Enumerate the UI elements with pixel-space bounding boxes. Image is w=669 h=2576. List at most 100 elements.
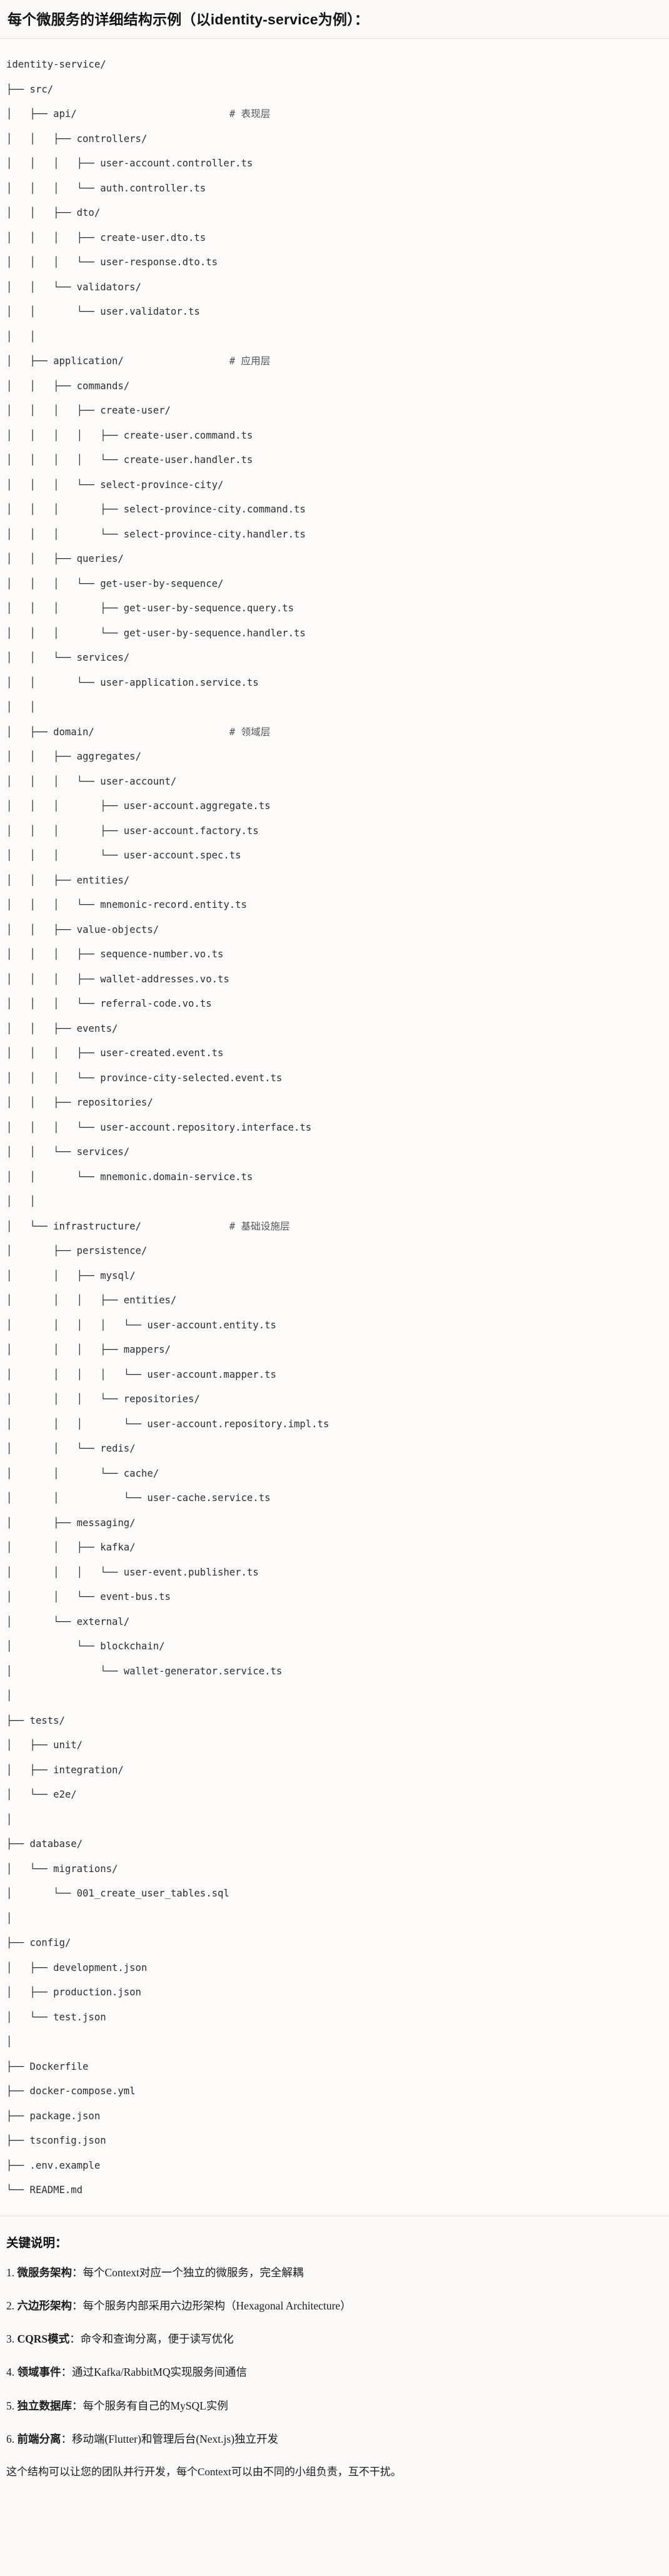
tree-row-path: │ │ │ └── user-account/ — [6, 775, 177, 787]
key-note-separator: ： — [72, 2399, 83, 2412]
tree-row: │ │ │ └── get-user-by-sequence/ — [6, 572, 669, 597]
key-note-item: 6. 前端分离：移动端(Flutter)和管理后台(Next.js)独立开发 — [6, 2431, 663, 2447]
tree-row-path: │ │ │ │ ├── create-user.command.ts — [6, 429, 253, 441]
tree-row: │ │ │ │ └── create-user.handler.ts — [6, 448, 669, 473]
tree-row: │ │ └── validators/ — [6, 275, 669, 300]
tree-row: │ │ │ ├── user-account.controller.ts — [6, 151, 669, 176]
tree-row-path: │ │ — [6, 1196, 36, 1208]
tree-row-path: │ │ │ ├── user-account.aggregate.ts — [6, 800, 271, 812]
tree-row-path: ├── Dockerfile — [6, 2060, 89, 2072]
key-note-term: 前端分离 — [17, 2432, 61, 2445]
tree-row-path: │ ├── production.json — [6, 1987, 141, 1998]
tree-row-path: │ │ └── cache/ — [6, 1467, 159, 1479]
tree-row: │ │ │ └── user-account.repository.interf… — [6, 1116, 669, 1141]
tree-row-path: │ │ │ └── user-event.publisher.ts — [6, 1566, 259, 1578]
tree-row: │ │ │ ├── create-user.dto.ts — [6, 226, 669, 251]
tree-row-path: │ — [6, 1912, 13, 1924]
tree-row-path: │ └── blockchain/ — [6, 1641, 165, 1652]
tree-row-path: │ │ │ ├── create-user.dto.ts — [6, 232, 206, 243]
tree-row-path: │ │ └── user-cache.service.ts — [6, 1492, 271, 1504]
tree-row-path: │ │ — [6, 330, 36, 342]
tree-row-path: │ │ │ │ └── create-user.handler.ts — [6, 454, 253, 466]
tree-row: │ │ │ │ ├── create-user.command.ts — [6, 424, 669, 449]
key-note-separator: ： — [69, 2333, 81, 2346]
tree-row-path: │ ├── domain/ — [6, 726, 94, 738]
tree-row-path: ├── tsconfig.json — [6, 2135, 106, 2147]
key-notes-list: 1. 微服务架构：每个Context对应一个独立的微服务，完全解耦 2. 六边形架… — [6, 2264, 663, 2448]
tree-row: │ │ │ └── user-account/ — [6, 770, 669, 795]
tree-row-path: │ ├── api/ — [6, 108, 77, 120]
tree-row: │ └── e2e/ — [6, 1783, 669, 1808]
tree-row: │ │ │ └── user-account.spec.ts — [6, 843, 669, 868]
tree-row-path: │ │ │ └── province-city-selected.event.t… — [6, 1072, 283, 1084]
tree-row-path: │ │ │ └── user-response.dto.ts — [6, 257, 218, 268]
tree-row-path: │ │ ├── mysql/ — [6, 1270, 136, 1281]
tree-row-path: │ │ ├── commands/ — [6, 380, 130, 392]
tree-row-path: │ ├── development.json — [6, 1962, 148, 1973]
tree-row: │ │ │ ├── select-province-city.command.t… — [6, 497, 669, 522]
tree-row-path: │ │ └── user-application.service.ts — [6, 676, 259, 688]
key-note-description: 每个服务内部采用六边形架构（Hexagonal Architecture） — [83, 2299, 351, 2312]
tree-row: │ │ ├── events/ — [6, 1017, 669, 1042]
tree-row-path: │ │ ├── queries/ — [6, 553, 124, 565]
key-note-separator: ： — [72, 2266, 83, 2279]
tree-row: │ │ │ ├── user-account.factory.ts — [6, 819, 669, 844]
tree-row: │ │ └── user-cache.service.ts — [6, 1486, 669, 1511]
tree-row: │ │ ├── commands/ — [6, 374, 669, 399]
tree-row: │ │ ├── entities/ — [6, 868, 669, 893]
key-note-number: 5. — [6, 2399, 18, 2412]
tree-row: ├── database/ — [6, 1832, 669, 1857]
tree-row-path: │ │ ├── value-objects/ — [6, 924, 159, 935]
tree-row-path: │ │ │ ├── user-account.factory.ts — [6, 825, 259, 837]
key-note-item: 2. 六边形架构：每个服务内部采用六边形架构（Hexagonal Archite… — [6, 2298, 663, 2314]
tree-row: │ ├── production.json — [6, 1980, 669, 2005]
tree-row-path: │ └── infrastructure/ — [6, 1220, 141, 1232]
tree-row: │ │ │ └── user-account.repository.impl.t… — [6, 1412, 669, 1437]
tree-row-path: │ │ ├── dto/ — [6, 207, 101, 219]
tree-row: identity-service/ — [6, 53, 669, 78]
tree-row: │ │ │ └── province-city-selected.event.t… — [6, 1066, 669, 1091]
tree-row-path: │ — [6, 1690, 13, 1702]
tree-row-path: │ — [6, 2036, 13, 2048]
tree-row-path: │ — [6, 1813, 13, 1825]
tree-row-path: │ │ │ ├── user-created.event.ts — [6, 1047, 224, 1059]
tree-row-path: └── README.md — [6, 2184, 83, 2196]
tree-row: │ ├── api/ # 表现层 — [6, 102, 669, 127]
tree-row: │ │ └── services/ — [6, 646, 669, 671]
tree-row: │ └── migrations/ — [6, 1857, 669, 1882]
tree-row-path: │ │ │ ├── wallet-addresses.vo.ts — [6, 973, 229, 985]
tree-row: │ │ └── user.validator.ts — [6, 300, 669, 325]
tree-row-path: │ │ │ └── referral-code.vo.ts — [6, 998, 212, 1010]
tree-row-path: │ ├── messaging/ — [6, 1517, 136, 1529]
tree-row-path: │ └── test.json — [6, 2011, 106, 2023]
tree-row-path: │ │ └── services/ — [6, 652, 130, 664]
tree-row: │ │ │ └── user-event.publisher.ts — [6, 1560, 669, 1586]
tree-row-path: │ │ │ └── get-user-by-sequence.handler.t… — [6, 627, 306, 639]
key-note-item: 3. CQRS模式：命令和查询分离，便于读写优化 — [6, 2331, 663, 2347]
tree-row: ├── tsconfig.json — [6, 2129, 669, 2154]
tree-row-path: │ │ └── validators/ — [6, 281, 141, 293]
tree-row: │ │ ├── queries/ — [6, 547, 669, 572]
tree-row-comment: # 基础设施层 — [141, 1220, 290, 1232]
tree-row-path: │ │ — [6, 701, 36, 713]
tree-row: │ │ │ ├── create-user/ — [6, 399, 669, 424]
key-note-term: 独立数据库 — [17, 2399, 73, 2412]
key-note-term: 六边形架构 — [17, 2299, 73, 2312]
tree-row: │ │ │ ├── user-account.aggregate.ts — [6, 794, 669, 819]
tree-row-path: │ │ │ └── user-account.repository.interf… — [6, 1121, 312, 1133]
tree-row-path: │ │ └── user.validator.ts — [6, 306, 200, 318]
tree-row-path: │ │ │ └── select-province-city/ — [6, 479, 224, 491]
tree-row: │ │ ├── kafka/ — [6, 1535, 669, 1560]
tree-row-path: │ │ └── mnemonic.domain-service.ts — [6, 1171, 253, 1183]
key-note-number: 1. — [6, 2266, 18, 2279]
tree-row-path: │ │ └── services/ — [6, 1146, 130, 1158]
key-note-number: 4. — [6, 2366, 18, 2379]
key-note-term: 微服务架构 — [17, 2266, 73, 2279]
key-note-item: 1. 微服务架构：每个Context对应一个独立的微服务，完全解耦 — [6, 2264, 663, 2281]
tree-row-path: ├── database/ — [6, 1838, 83, 1850]
heading-divider — [0, 38, 669, 39]
tree-row: └── README.md — [6, 2178, 669, 2203]
tree-row: │ │ │ │ └── user-account.entity.ts — [6, 1313, 669, 1338]
tree-row-path: │ │ │ ├── user-account.controller.ts — [6, 158, 253, 170]
